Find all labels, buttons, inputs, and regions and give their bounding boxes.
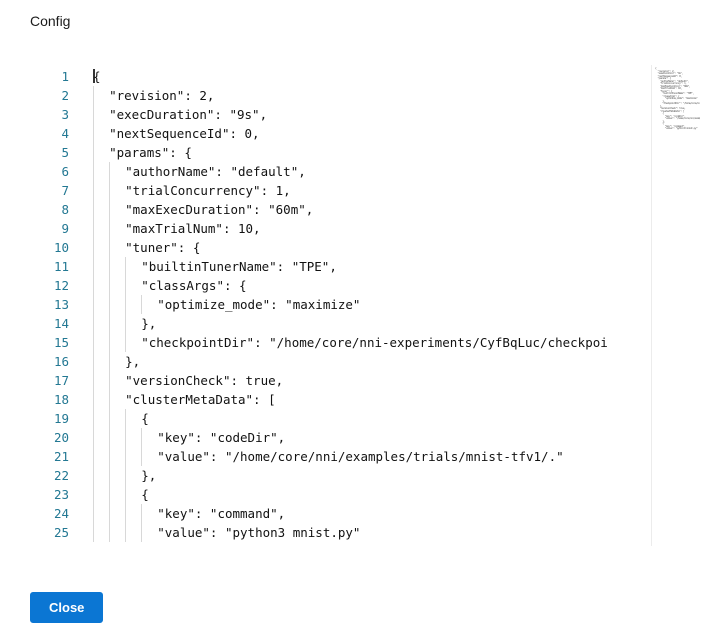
code-text: "value": "/home/core/nni/examples/trials… xyxy=(69,447,564,466)
code-line[interactable]: 16 }, xyxy=(45,352,652,371)
code-text: { xyxy=(69,485,149,504)
code-text: "versionCheck": true, xyxy=(69,371,283,390)
code-line[interactable]: 18 "clusterMetaData": [ xyxy=(45,390,652,409)
code-text: "maxTrialNum": 10, xyxy=(69,219,261,238)
line-number: 2 xyxy=(61,88,69,103)
code-text: { xyxy=(69,409,149,428)
close-button[interactable]: Close xyxy=(30,592,104,623)
line-number: 17 xyxy=(53,373,69,388)
editor-lines: 1 { 2 "revision": 2, 3 "execDuration": "… xyxy=(45,67,652,546)
code-text: "maxExecDuration": "60m", xyxy=(69,200,313,219)
code-line[interactable]: 2 "revision": 2, xyxy=(45,86,652,105)
line-number: 18 xyxy=(53,392,69,407)
code-text: "value": "python3 mnist.py" xyxy=(69,523,360,542)
line-number: 4 xyxy=(61,126,69,141)
line-number: 10 xyxy=(53,240,69,255)
code-text: "optimize_mode": "maximize" xyxy=(69,295,360,314)
code-text: "execDuration": "9s", xyxy=(69,105,267,124)
code-line[interactable]: 19 { xyxy=(45,409,652,428)
line-number: 19 xyxy=(53,411,69,426)
line-number: 24 xyxy=(53,506,69,521)
code-line[interactable]: 8 "maxExecDuration": "60m", xyxy=(45,200,652,219)
code-text: "revision": 2, xyxy=(69,86,214,105)
line-number: 1 xyxy=(61,69,69,84)
line-number: 23 xyxy=(53,487,69,502)
minimap[interactable]: { "revision": 2, "execDuration": "9s", "… xyxy=(651,65,700,546)
code-line[interactable]: 24 "key": "command", xyxy=(45,504,652,523)
line-number: 20 xyxy=(53,430,69,445)
config-json-editor[interactable]: 1 { 2 "revision": 2, 3 "execDuration": "… xyxy=(45,65,700,546)
code-line[interactable]: 13 "optimize_mode": "maximize" xyxy=(45,295,652,314)
code-line[interactable]: 20 "key": "codeDir", xyxy=(45,428,652,447)
line-number: 25 xyxy=(53,525,69,540)
code-line[interactable]: 15 "checkpointDir": "/home/core/nni-expe… xyxy=(45,333,652,352)
code-text: "authorName": "default", xyxy=(69,162,306,181)
code-text: "tuner": { xyxy=(69,238,200,257)
line-number: 21 xyxy=(53,449,69,464)
code-text: }, xyxy=(69,352,140,371)
line-number: 5 xyxy=(61,145,69,160)
code-line[interactable]: 14 }, xyxy=(45,314,652,333)
line-number: 13 xyxy=(53,297,69,312)
code-line[interactable]: 3 "execDuration": "9s", xyxy=(45,105,652,124)
code-line[interactable]: 17 "versionCheck": true, xyxy=(45,371,652,390)
code-line[interactable]: 1 { xyxy=(45,67,652,86)
code-text: "clusterMetaData": [ xyxy=(69,390,276,409)
code-line[interactable]: 7 "trialConcurrency": 1, xyxy=(45,181,652,200)
code-line[interactable]: 12 "classArgs": { xyxy=(45,276,652,295)
line-number: 11 xyxy=(53,259,69,274)
line-number: 8 xyxy=(61,202,69,217)
code-text: "key": "codeDir", xyxy=(69,428,285,447)
code-text: "classArgs": { xyxy=(69,276,247,295)
code-text: "params": { xyxy=(69,143,192,162)
code-text: }, xyxy=(69,314,156,333)
code-text: "trialConcurrency": 1, xyxy=(69,181,291,200)
code-text: }, xyxy=(69,466,156,485)
code-text: "key": "command", xyxy=(69,504,285,523)
code-line[interactable]: 21 "value": "/home/core/nni/examples/tri… xyxy=(45,447,652,466)
line-number: 16 xyxy=(53,354,69,369)
line-number: 14 xyxy=(53,316,69,331)
code-text: "nextSequenceId": 0, xyxy=(69,124,260,143)
line-number: 12 xyxy=(53,278,69,293)
code-line[interactable]: 5 "params": { xyxy=(45,143,652,162)
code-line[interactable]: 10 "tuner": { xyxy=(45,238,652,257)
line-number: 3 xyxy=(61,107,69,122)
code-text: { xyxy=(93,69,101,84)
dialog-title: Config xyxy=(30,13,71,29)
line-number: 6 xyxy=(61,164,69,179)
code-text: "checkpointDir": "/home/core/nni-experim… xyxy=(69,333,608,352)
code-text: "builtinTunerName": "TPE", xyxy=(69,257,337,276)
code-line[interactable]: 9 "maxTrialNum": 10, xyxy=(45,219,652,238)
line-number: 15 xyxy=(53,335,69,350)
minimap-content: { "revision": 2, "execDuration": "9s", "… xyxy=(655,66,700,130)
line-number: 22 xyxy=(53,468,69,483)
line-number: 7 xyxy=(61,183,69,198)
code-line[interactable]: 11 "builtinTunerName": "TPE", xyxy=(45,257,652,276)
code-line[interactable]: 22 }, xyxy=(45,466,652,485)
code-line[interactable]: 23 { xyxy=(45,485,652,504)
code-line[interactable]: 25 "value": "python3 mnist.py" xyxy=(45,523,652,542)
code-line[interactable]: 4 "nextSequenceId": 0, xyxy=(45,124,652,143)
line-number: 9 xyxy=(61,221,69,236)
code-line[interactable]: 6 "authorName": "default", xyxy=(45,162,652,181)
